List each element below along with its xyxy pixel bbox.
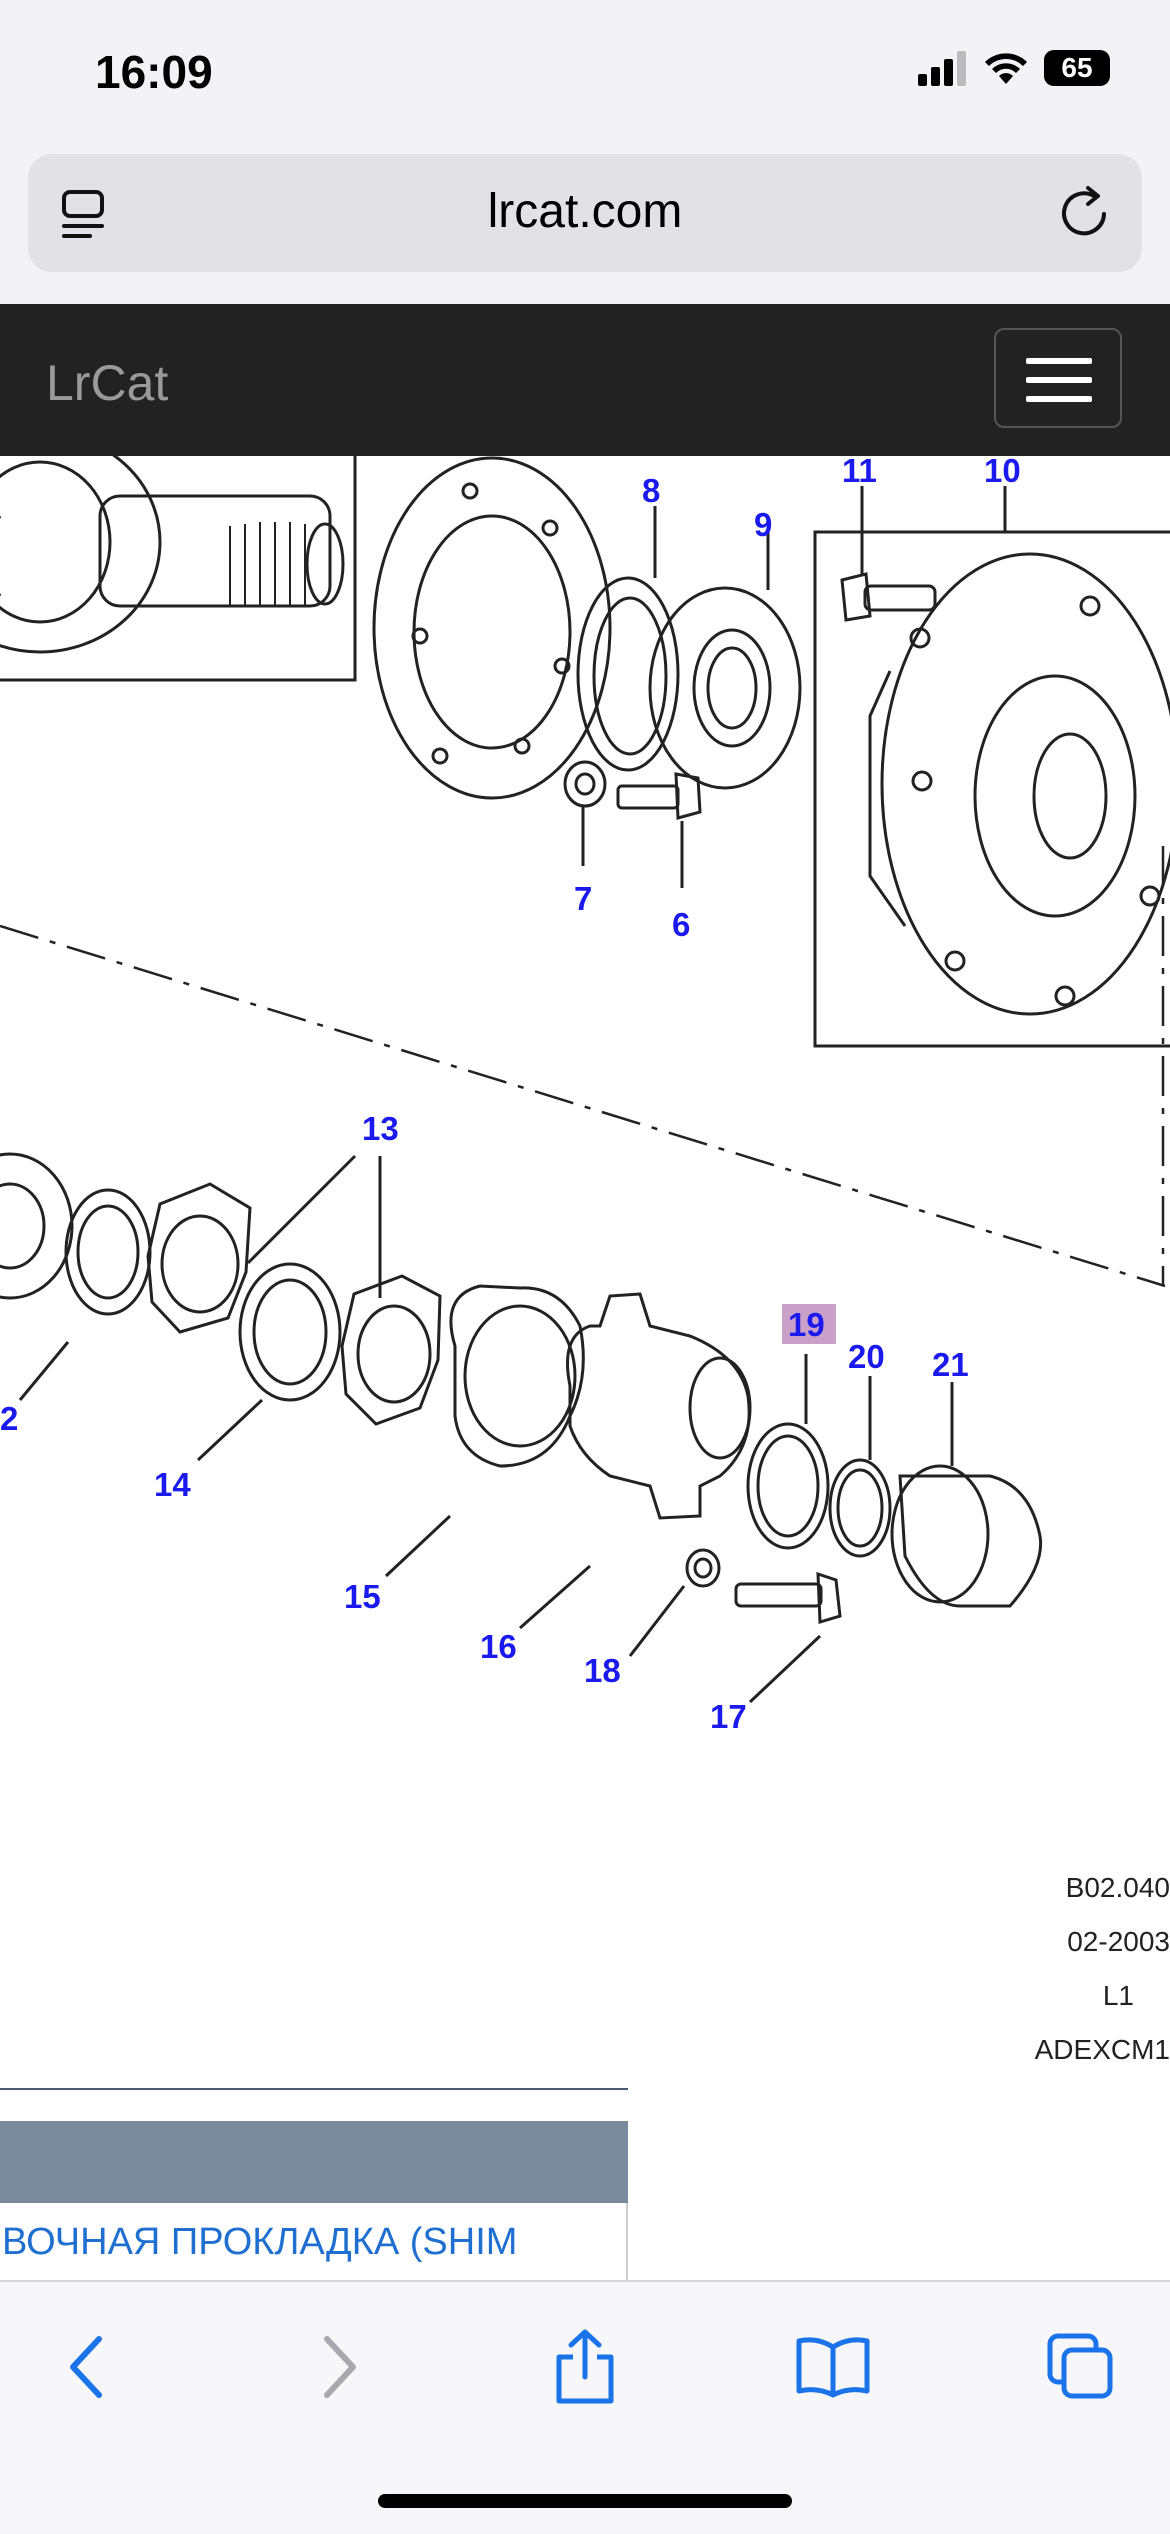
callout-11[interactable]: 11: [842, 456, 877, 489]
address-bar[interactable]: lrcat.com: [28, 154, 1142, 272]
reload-icon[interactable]: [1058, 184, 1112, 242]
page-content: 8 9 11 10 7 6 13 2 14 15 16 18 17 19 20 …: [0, 456, 1170, 2280]
page-menu-icon[interactable]: [60, 188, 112, 242]
status-time: 16:09: [95, 46, 213, 98]
callout-18[interactable]: 18: [584, 1652, 621, 1689]
battery-icon: 65: [1044, 50, 1110, 86]
tabs-button[interactable]: [1036, 2322, 1126, 2412]
site-brand[interactable]: LrCat: [46, 355, 169, 411]
diagram-date: 02-2003: [1067, 1926, 1170, 1957]
home-indicator[interactable]: [378, 2494, 792, 2508]
divider: [0, 2088, 628, 2090]
callout-10[interactable]: 10: [984, 456, 1021, 489]
callout-19[interactable]: 19: [788, 1306, 825, 1343]
callout-16[interactable]: 16: [480, 1628, 517, 1665]
chevron-left-icon: [70, 2336, 102, 2398]
table-header: [0, 2121, 628, 2203]
callout-19-highlight: [782, 1304, 836, 1344]
callout-2[interactable]: 2: [0, 1400, 18, 1437]
callout-20[interactable]: 20: [848, 1338, 885, 1375]
status-bar: 16:09 65: [0, 0, 1170, 150]
callout-17[interactable]: 17: [710, 1698, 747, 1735]
callout-15[interactable]: 15: [344, 1578, 381, 1615]
tabs-icon: [1047, 2333, 1113, 2399]
callout-9[interactable]: 9: [754, 506, 772, 543]
share-button[interactable]: [540, 2322, 630, 2412]
wifi-icon: [985, 53, 1027, 84]
callout-14[interactable]: 14: [154, 1466, 191, 1503]
parts-diagram: 8 9 11 10 7 6 13 2 14 15 16 18 17 19 20 …: [0, 456, 1170, 1735]
bookmarks-button[interactable]: [788, 2322, 878, 2412]
status-icons: 65: [916, 50, 1110, 86]
diagram-code: B02.040: [1065, 1872, 1170, 1903]
signal-icon: [918, 51, 966, 86]
callout-13[interactable]: 13: [362, 1110, 399, 1147]
site-navbar: LrCat: [0, 304, 1170, 456]
callout-6[interactable]: 6: [672, 906, 690, 943]
diagram-ref: ADEXCM1: [1034, 2034, 1170, 2065]
browser-toolbar: [0, 2280, 1170, 2534]
diagram-level: L1: [1102, 1980, 1134, 2011]
book-icon: [796, 2337, 870, 2398]
part-description-link[interactable]: ВОЧНАЯ ПРОКЛАДКА (SHIM: [2, 2221, 518, 2263]
forward-button[interactable]: [294, 2322, 384, 2412]
share-icon: [556, 2329, 614, 2404]
table-row[interactable]: ВОЧНАЯ ПРОКЛАДКА (SHIM: [0, 2203, 628, 2280]
hamburger-icon: [1026, 358, 1092, 364]
url-text[interactable]: lrcat.com: [487, 185, 683, 238]
back-button[interactable]: [42, 2322, 132, 2412]
menu-toggle-button[interactable]: [994, 328, 1122, 428]
callout-8[interactable]: 8: [642, 472, 660, 509]
battery-level: 65: [1061, 52, 1093, 83]
callout-21[interactable]: 21: [932, 1346, 969, 1383]
hamburger-icon: [1026, 377, 1092, 383]
callout-7[interactable]: 7: [574, 880, 592, 917]
hamburger-icon: [1026, 396, 1092, 402]
chevron-right-icon: [324, 2336, 356, 2398]
